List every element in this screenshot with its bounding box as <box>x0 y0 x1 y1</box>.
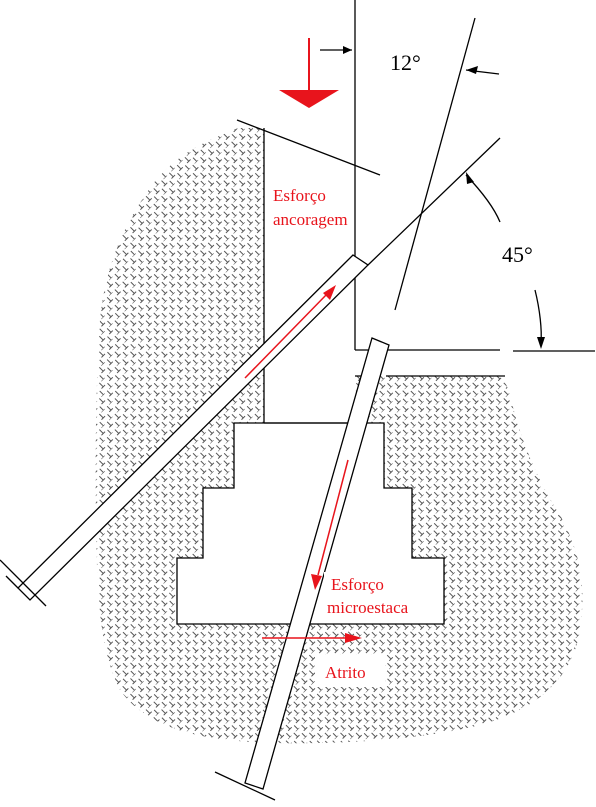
anchorage-force-label-line1: Esforço <box>273 186 326 205</box>
micropile-force-label-line1: Esforço <box>331 575 384 594</box>
micropile-force-label-line2: microestaca <box>327 598 409 617</box>
anchor-force-arrow <box>244 285 336 379</box>
friction-label: Atrito <box>325 663 366 682</box>
angle-12-label: 12° <box>390 50 421 75</box>
friction-arrow <box>262 633 362 643</box>
micropile <box>214 337 390 801</box>
anchorage-force-label-line2: ancoragem <box>273 210 348 229</box>
micropile-force-arrow <box>311 459 349 590</box>
angle-45-label: 45° <box>502 242 533 267</box>
load-arrow <box>279 38 339 108</box>
